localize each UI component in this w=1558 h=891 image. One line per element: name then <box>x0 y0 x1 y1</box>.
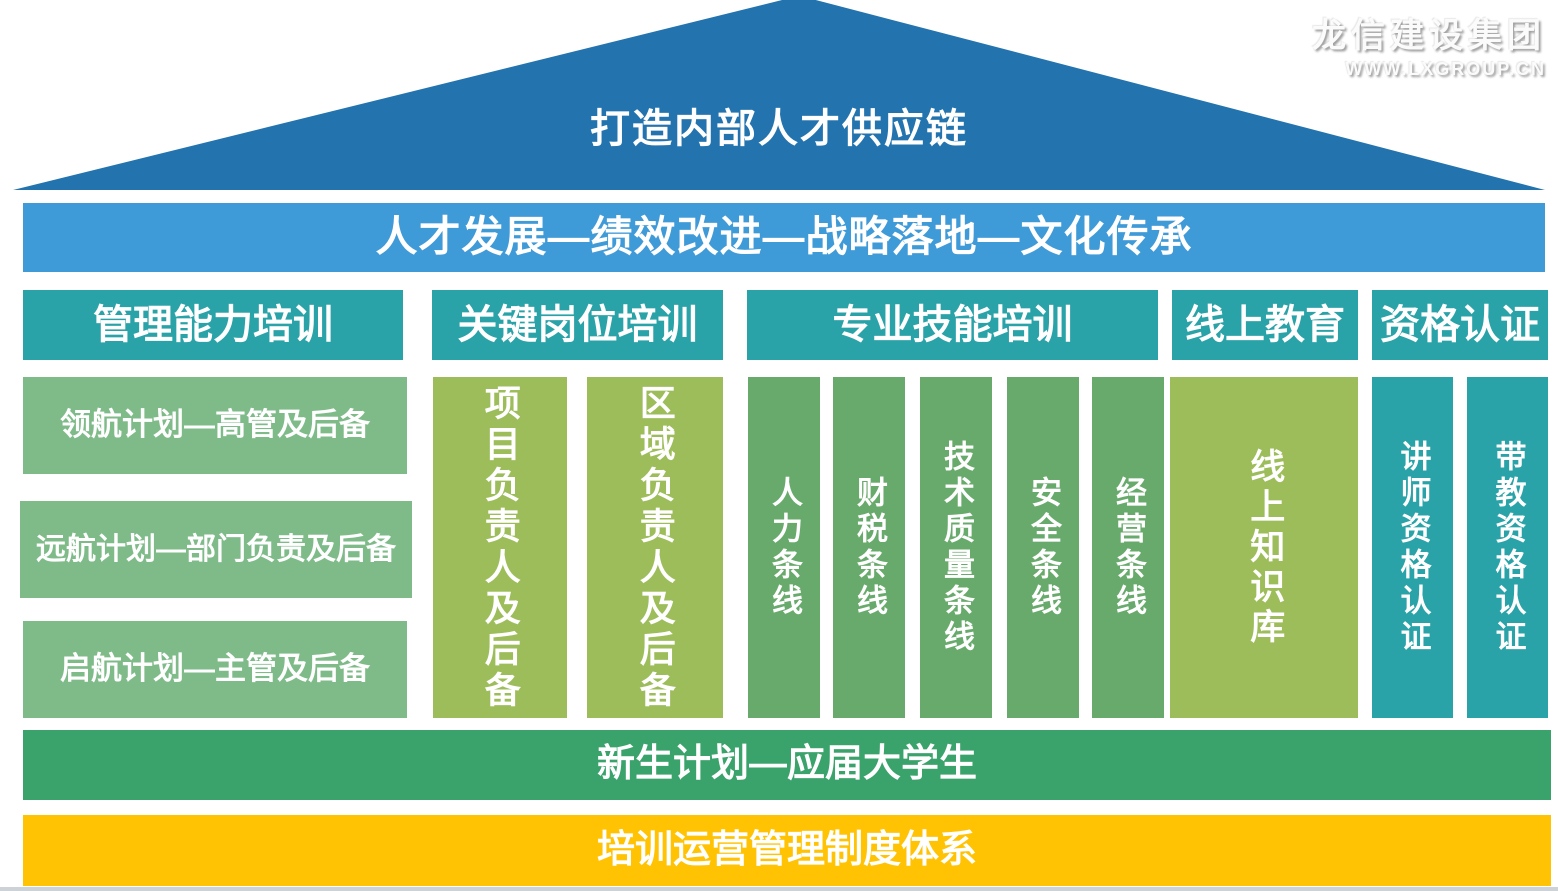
roof-title: 打造内部人才供应链 <box>590 107 968 151</box>
skill-column-tech-quality: 技术质量条线 <box>920 377 992 718</box>
skill-column-hr: 人力条线 <box>748 377 820 718</box>
skill-column-finance-tax: 财税条线 <box>833 377 905 718</box>
pillar-header-certification: 资格认证 <box>1372 290 1548 360</box>
key-post-column-project-leader: 项目负责人及后备 <box>433 377 567 718</box>
skill-column-label: 技术质量条线 <box>939 439 975 656</box>
online-knowledge-base-box: 线上知识库 <box>1170 377 1358 718</box>
cert-column-lecturer: 讲师资格认证 <box>1372 377 1453 718</box>
management-item-sail-plan: 启航计划—主管及后备 <box>23 621 407 718</box>
key-post-column-label: 项目负责人及后备 <box>479 383 521 712</box>
management-item-pilot-plan: 领航计划—高管及后备 <box>23 377 407 474</box>
management-item-voyage-plan: 远航计划—部门负责及后备 <box>20 501 412 598</box>
skill-column-label: 安全条线 <box>1026 475 1062 620</box>
training-system-bar: 培训运营管理制度体系 <box>23 815 1551 886</box>
brand-name: 龙信建设集团 <box>1312 17 1546 55</box>
brand-site: WWW.LXGROUP.CN <box>1345 59 1546 79</box>
skill-column-operation: 经营条线 <box>1092 377 1164 718</box>
pillar-header-skills: 专业技能培训 <box>747 290 1158 360</box>
pillar-header-key-post: 关键岗位培训 <box>432 290 723 360</box>
bottom-edge-strip <box>0 887 1558 891</box>
pillar-header-online-education: 线上教育 <box>1172 290 1358 360</box>
skill-column-label: 经营条线 <box>1111 475 1147 620</box>
cert-column-label: 带教资格认证 <box>1490 439 1526 656</box>
skill-column-label: 人力条线 <box>767 475 803 620</box>
cert-column-label: 讲师资格认证 <box>1395 439 1431 656</box>
pillar-header-management: 管理能力培训 <box>23 290 403 360</box>
key-post-column-region-leader: 区域负责人及后备 <box>587 377 723 718</box>
online-knowledge-base-label: 线上知识库 <box>1245 447 1285 648</box>
brand-watermark: 龙信建设集团 WWW.LXGROUP.CN <box>1312 8 1546 80</box>
beam-bar: 人才发展—绩效改进—战略落地—文化传承 <box>23 203 1545 272</box>
key-post-column-label: 区域负责人及后备 <box>634 383 676 712</box>
freshman-plan-bar: 新生计划—应届大学生 <box>23 730 1551 800</box>
skill-column-label: 财税条线 <box>852 475 888 620</box>
skill-column-safety: 安全条线 <box>1007 377 1079 718</box>
cert-column-mentor: 带教资格认证 <box>1467 377 1548 718</box>
